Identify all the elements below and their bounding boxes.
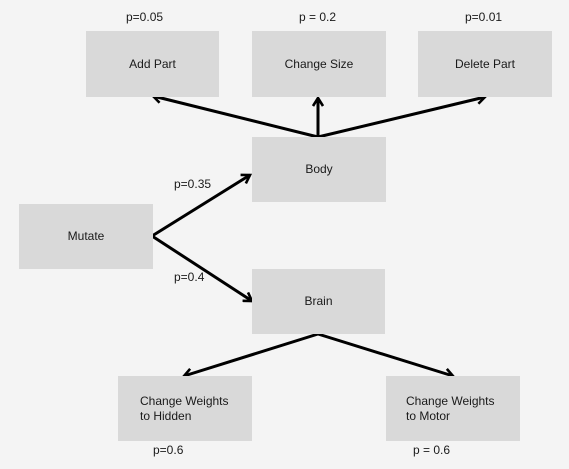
prob-delete-part: p=0.01	[465, 10, 503, 24]
prob-change-weights-hidden: p=0.6	[153, 443, 184, 457]
node-change-size: Change Size	[252, 31, 386, 97]
edge-mutate-brain	[151, 234, 252, 301]
node-body: Body	[252, 137, 386, 202]
node-delete-part-label: Delete Part	[454, 56, 516, 71]
node-change-weights-hidden-label: Change Weights to Hidden	[140, 393, 229, 423]
prob-change-size: p = 0.2	[299, 10, 337, 24]
prob-body: p=0.35	[174, 177, 212, 191]
node-brain-label: Brain	[304, 294, 333, 308]
node-change-weights-motor: Change Weights to Motor	[386, 376, 520, 441]
node-body-label: Body	[305, 162, 333, 176]
prob-add-part: p=0.05	[126, 10, 164, 24]
node-mutate-label: Mutate	[67, 229, 105, 243]
edge-mutate-body	[151, 175, 250, 238]
node-delete-part: Delete Part	[418, 31, 552, 97]
edge-body-add-part	[153, 96, 319, 139]
node-add-part-label: Add Part	[129, 56, 176, 71]
node-change-weights-motor-label: Change Weights to Motor	[406, 393, 495, 423]
edge-body-delete-part	[317, 97, 485, 139]
prob-brain: p=0.4	[174, 270, 205, 284]
node-brain: Brain	[252, 269, 385, 334]
node-mutate: Mutate	[19, 204, 153, 269]
node-add-part: Add Part	[86, 31, 219, 97]
edge-brain-hidden	[184, 332, 319, 376]
prob-change-weights-motor: p = 0.6	[413, 443, 451, 457]
node-change-weights-hidden: Change Weights to Hidden	[118, 376, 252, 441]
edge-brain-motor	[317, 332, 453, 376]
node-change-size-label: Change Size	[284, 56, 354, 71]
